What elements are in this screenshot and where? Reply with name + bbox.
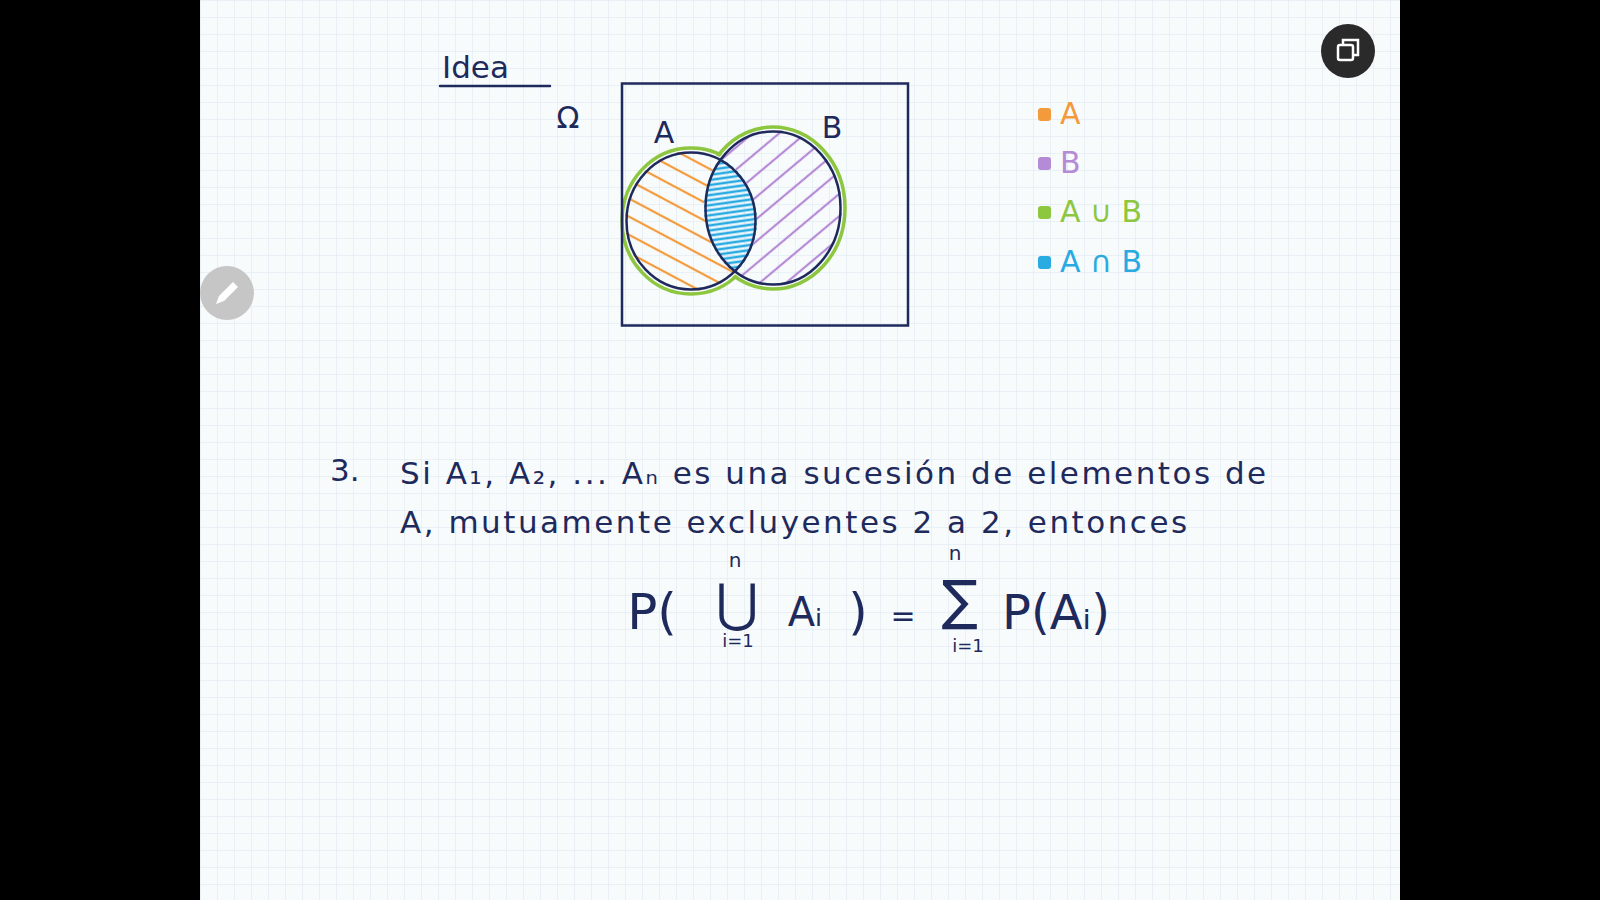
legend-label: B	[1060, 148, 1081, 178]
title-underline	[440, 85, 550, 88]
edit-button	[200, 266, 254, 320]
legend-label: A	[1060, 99, 1081, 129]
upper-limit: n	[729, 550, 742, 570]
set-outline	[625, 151, 757, 291]
legend-label: A ∩ B	[1060, 247, 1142, 277]
fullscreen-button	[1321, 24, 1375, 78]
legend-swatch	[1038, 256, 1051, 269]
legend-swatch	[1038, 157, 1051, 170]
paper	[200, 0, 1400, 900]
set-label: B	[822, 113, 843, 143]
page-title: Idea	[442, 52, 509, 83]
event-set: A	[625, 151, 757, 291]
formula-symbol: P(Aᵢ)	[1002, 588, 1110, 636]
grid	[200, 0, 1400, 900]
sum-symbol: ∑	[942, 574, 978, 628]
item-number: 3.	[330, 455, 360, 486]
lower-limit: i=1	[722, 632, 754, 650]
upper-limit: n	[949, 543, 962, 563]
venn-hatching	[600, 120, 860, 310]
legend-label: A ∪ B	[1060, 197, 1142, 227]
sample-space: ΩAB	[550, 82, 910, 327]
union-symbol: ⋃	[716, 577, 759, 629]
formula-symbol: P(	[627, 587, 677, 637]
equals-sign: =	[890, 601, 915, 631]
event-set: B	[704, 130, 842, 286]
statement-text: Si A₁, A₂, ... Aₙ es una sucesión de ele…	[400, 449, 1310, 547]
set-outline	[704, 130, 842, 286]
formula-symbol: Aᵢ	[788, 592, 823, 632]
set-label: A	[654, 118, 675, 148]
sample-space-outline	[550, 82, 910, 327]
lower-limit: i=1	[952, 637, 984, 655]
legend-swatch	[1038, 108, 1051, 121]
legend-swatch	[1038, 206, 1051, 219]
formula-symbol: )	[848, 587, 868, 637]
space-label: Ω	[557, 103, 580, 133]
